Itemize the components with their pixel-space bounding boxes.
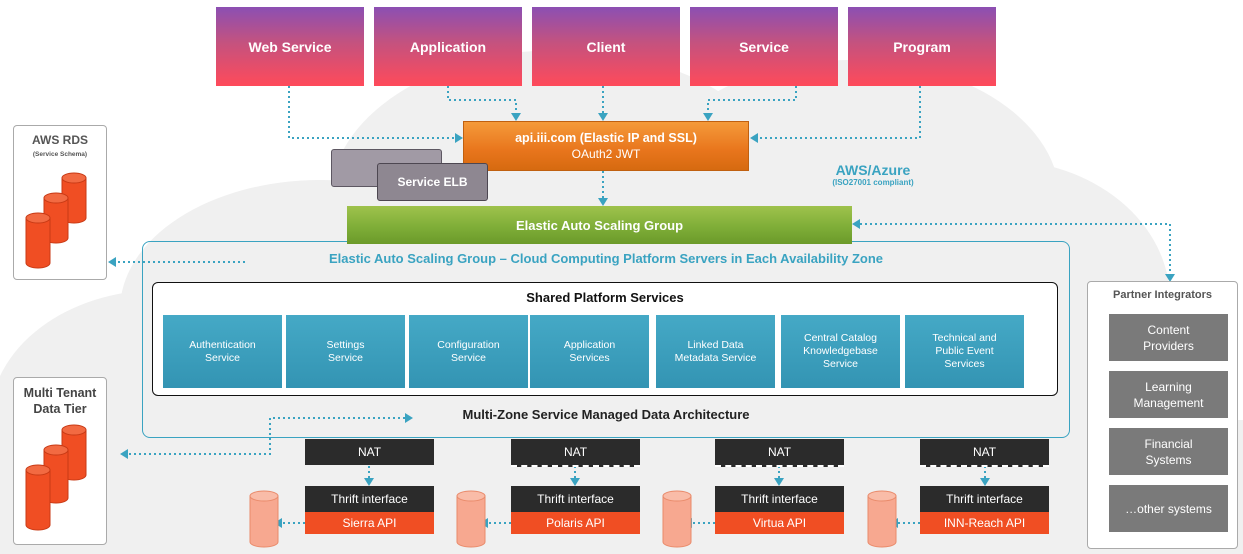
client-client: Client bbox=[532, 7, 680, 86]
service-label-line: Settings bbox=[326, 338, 365, 351]
service-label-line: Application bbox=[563, 338, 616, 351]
polaris-api-box: Polaris API bbox=[511, 512, 640, 534]
service-label-line: Configuration bbox=[437, 338, 500, 351]
aws-rds-title: AWS RDS bbox=[31, 133, 88, 147]
partner-label-line: Providers bbox=[1143, 338, 1194, 353]
virtua-api-box: Virtua API bbox=[715, 512, 844, 534]
api-gateway-box: api.iii.com (Elastic IP and SSL) OAuth2 … bbox=[463, 121, 749, 171]
partner-label-line: Systems bbox=[1145, 452, 1192, 467]
client-application: Application bbox=[374, 7, 522, 86]
client-web-service: Web Service bbox=[216, 7, 364, 86]
partner-label-line: …other systems bbox=[1125, 501, 1212, 516]
multi-tenant-database-icon bbox=[25, 424, 87, 531]
multi-tenant-title: Multi Tenant Data Tier bbox=[13, 385, 107, 417]
multi-tenant-line: Multi Tenant bbox=[23, 386, 97, 400]
service-label-line: Service bbox=[327, 351, 363, 364]
polaris-database-icon bbox=[456, 490, 486, 548]
sierra-database-icon bbox=[249, 490, 279, 548]
service-label-line: Technical and bbox=[932, 332, 997, 344]
partner-label-line: Management bbox=[1133, 395, 1204, 410]
nat-box: NAT bbox=[305, 439, 434, 465]
service-label-line: Linked Data bbox=[687, 338, 744, 351]
sierra-api-box: Sierra API bbox=[305, 512, 434, 534]
nat-box: NAT bbox=[511, 439, 640, 467]
service-label-line: Central Catalog bbox=[804, 332, 877, 344]
service-label-line: Service bbox=[450, 351, 486, 364]
shared-platform-services-title: Shared Platform Services bbox=[526, 290, 684, 305]
inn-reach-database-icon bbox=[867, 490, 897, 548]
aws-rds-database-icon bbox=[25, 172, 87, 269]
thrift-interface-box: Thrift interface bbox=[305, 486, 434, 512]
partner-label-line: Financial bbox=[1144, 436, 1193, 451]
cloud-provider-subtitle: (ISO27001 compliant) bbox=[832, 178, 914, 187]
service-label-line: Authentication bbox=[189, 338, 256, 351]
multi-tenant-line: Data Tier bbox=[33, 402, 87, 416]
service-label-line: Metadata Service bbox=[674, 351, 757, 364]
nat-box: NAT bbox=[715, 439, 844, 467]
inn-reach-api-box: INN-Reach API bbox=[920, 512, 1049, 534]
api-gateway-subtitle: OAuth2 JWT bbox=[571, 147, 641, 161]
partner-label-line: Content bbox=[1147, 322, 1190, 337]
client-program: Program bbox=[848, 7, 996, 86]
nat-box: NAT bbox=[920, 439, 1049, 467]
zone-title: Elastic Auto Scaling Group – Cloud Compu… bbox=[328, 251, 884, 266]
service-label-line: Services bbox=[569, 351, 610, 364]
client-service: Service bbox=[690, 7, 838, 86]
aws-rds-subtitle: (Service Schema) bbox=[32, 151, 88, 158]
connector-lines bbox=[116, 86, 1171, 524]
service-label-line: Service bbox=[204, 351, 240, 364]
auto-scaling-group-bar: Elastic Auto Scaling Group bbox=[347, 206, 852, 244]
cloud-provider-title: AWS/Azure bbox=[835, 162, 911, 178]
partner-integrators-title: Partner Integrators bbox=[1112, 289, 1213, 301]
service-label-line: Public Event bbox=[935, 345, 994, 357]
thrift-interface-box: Thrift interface bbox=[920, 486, 1049, 512]
service-elb-box: Service ELB bbox=[377, 163, 488, 201]
multizone-label: Multi-Zone Service Managed Data Architec… bbox=[462, 407, 750, 422]
thrift-interface-box: Thrift interface bbox=[715, 486, 844, 512]
service-label-line: Service bbox=[822, 358, 858, 370]
partner-label-line: Learning bbox=[1145, 379, 1192, 394]
api-gateway-title: api.iii.com (Elastic IP and SSL) bbox=[515, 131, 697, 145]
thrift-interface-box: Thrift interface bbox=[511, 486, 640, 512]
virtua-database-icon bbox=[662, 490, 692, 548]
cloud-provider-label: AWS/Azure (ISO27001 compliant) bbox=[818, 162, 928, 187]
partner-other-systems: …other systems bbox=[1109, 485, 1228, 532]
service-label-line: Knowledgebase bbox=[803, 345, 878, 357]
service-label-line: Services bbox=[944, 358, 985, 370]
